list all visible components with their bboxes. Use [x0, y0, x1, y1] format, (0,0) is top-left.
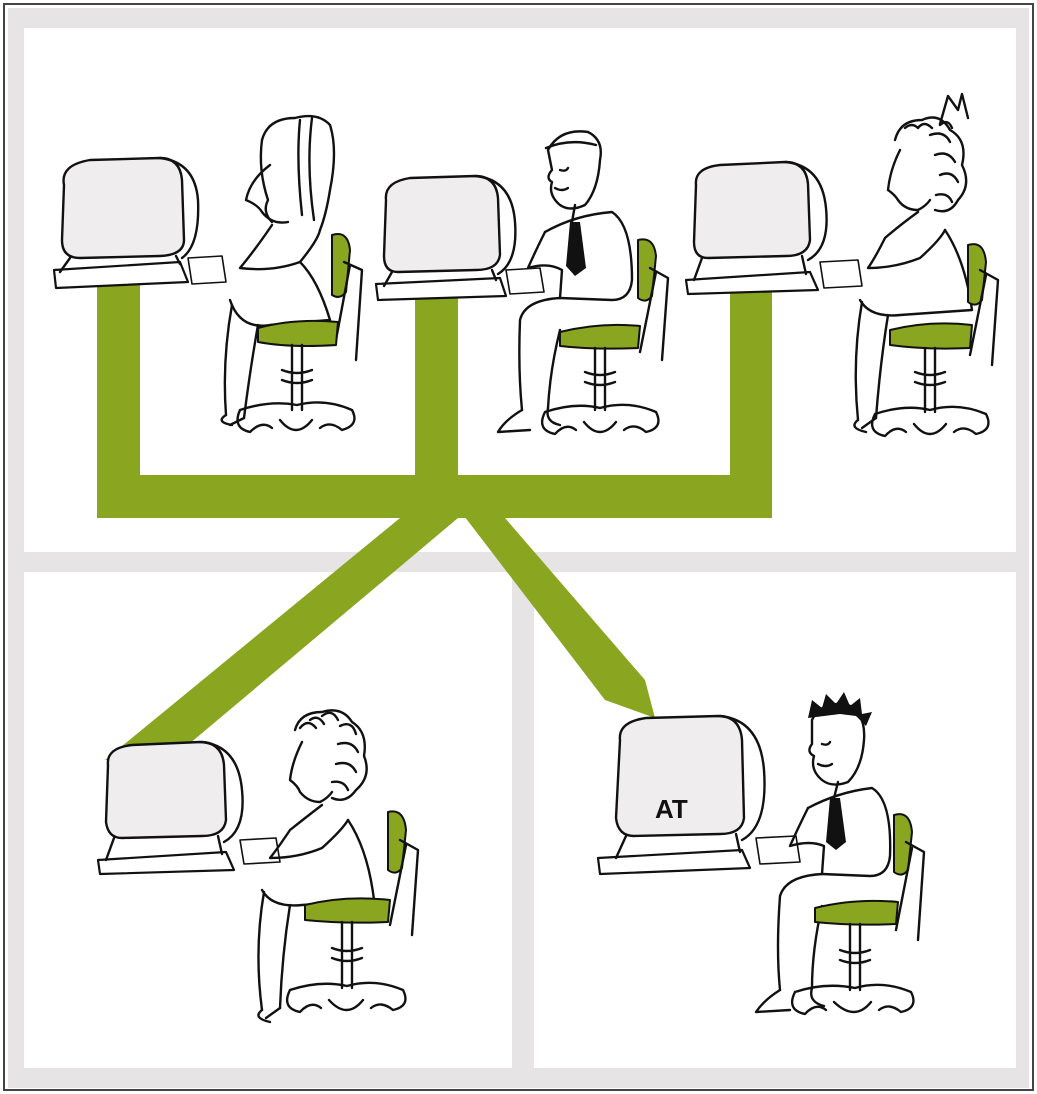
- top-band: [8, 8, 1029, 28]
- chair-seat: [815, 901, 898, 925]
- chair-seat: [560, 325, 640, 349]
- vertical-divider: [512, 572, 534, 1072]
- right-band: [1016, 8, 1029, 1088]
- chair-backrest: [332, 234, 350, 297]
- chair-backrest: [968, 244, 986, 304]
- chair-seat: [890, 323, 972, 348]
- left-band: [8, 8, 24, 1088]
- screen-label: AT: [655, 794, 688, 824]
- chair-seat: [305, 898, 390, 922]
- chair-seat: [258, 321, 338, 346]
